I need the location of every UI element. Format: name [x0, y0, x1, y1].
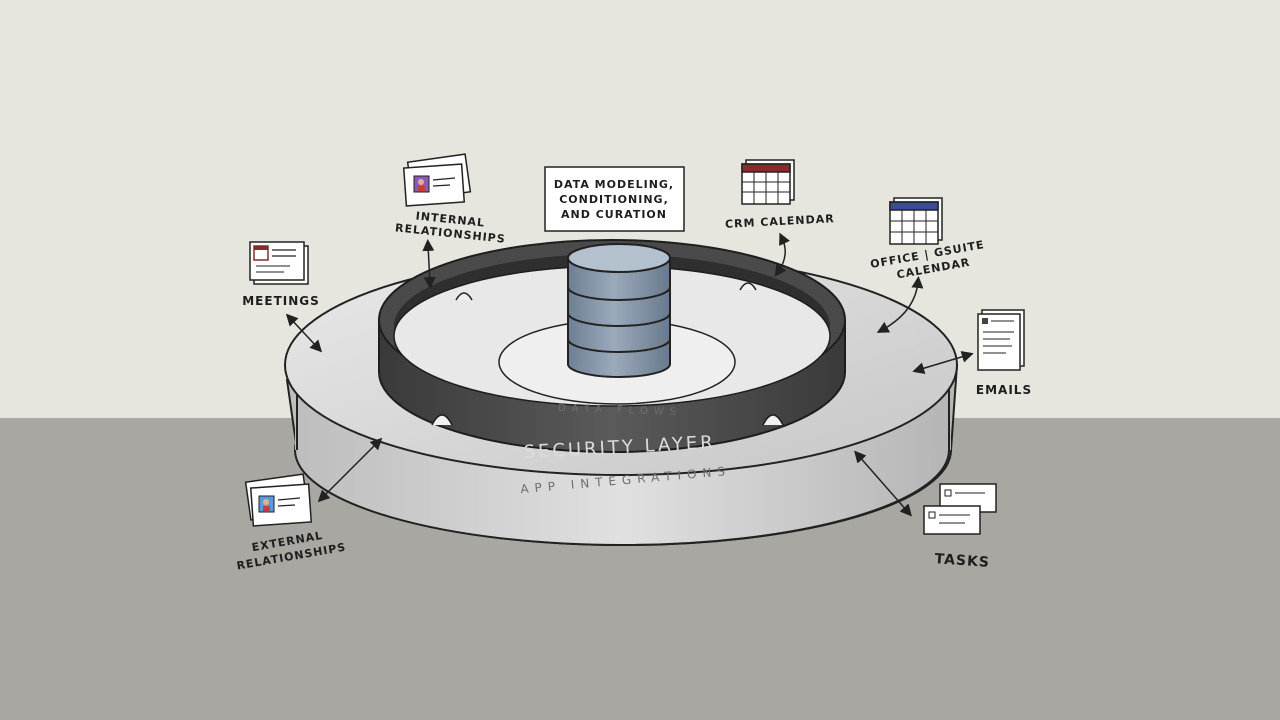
crm-calendar-label: CRM CALENDAR: [725, 212, 835, 231]
meeting-calendar-icon: [249, 241, 309, 285]
crm-calendar-node: CRM CALENDAR: [725, 159, 835, 277]
data-modeling-line-3: AND CURATION: [561, 208, 667, 221]
task-list-icon: [923, 483, 997, 535]
data-modeling-line-2: CONDITIONING,: [559, 193, 669, 206]
tasks-label: TASKS: [934, 551, 990, 571]
office-calendar-icon: [889, 197, 943, 245]
meetings-label: MEETINGS: [242, 294, 320, 308]
data-flows-label: DATA FLOWS: [558, 403, 682, 418]
contact-card-icon: [402, 153, 472, 207]
emails-node: EMAILS: [912, 309, 1032, 397]
emails-label: EMAILS: [976, 383, 1032, 397]
email-document-icon: [977, 309, 1025, 371]
tasks-node: TASKS: [854, 450, 997, 571]
data-modeling-line-1: DATA MODELING,: [554, 178, 674, 191]
contact-card-icon: [244, 473, 313, 527]
crm-calendar-icon: [741, 159, 795, 205]
meetings-node: MEETINGS: [242, 241, 323, 353]
data-modeling-box: DATA MODELING, CONDITIONING, AND CURATIO…: [544, 166, 685, 232]
database-icon: [567, 243, 671, 378]
